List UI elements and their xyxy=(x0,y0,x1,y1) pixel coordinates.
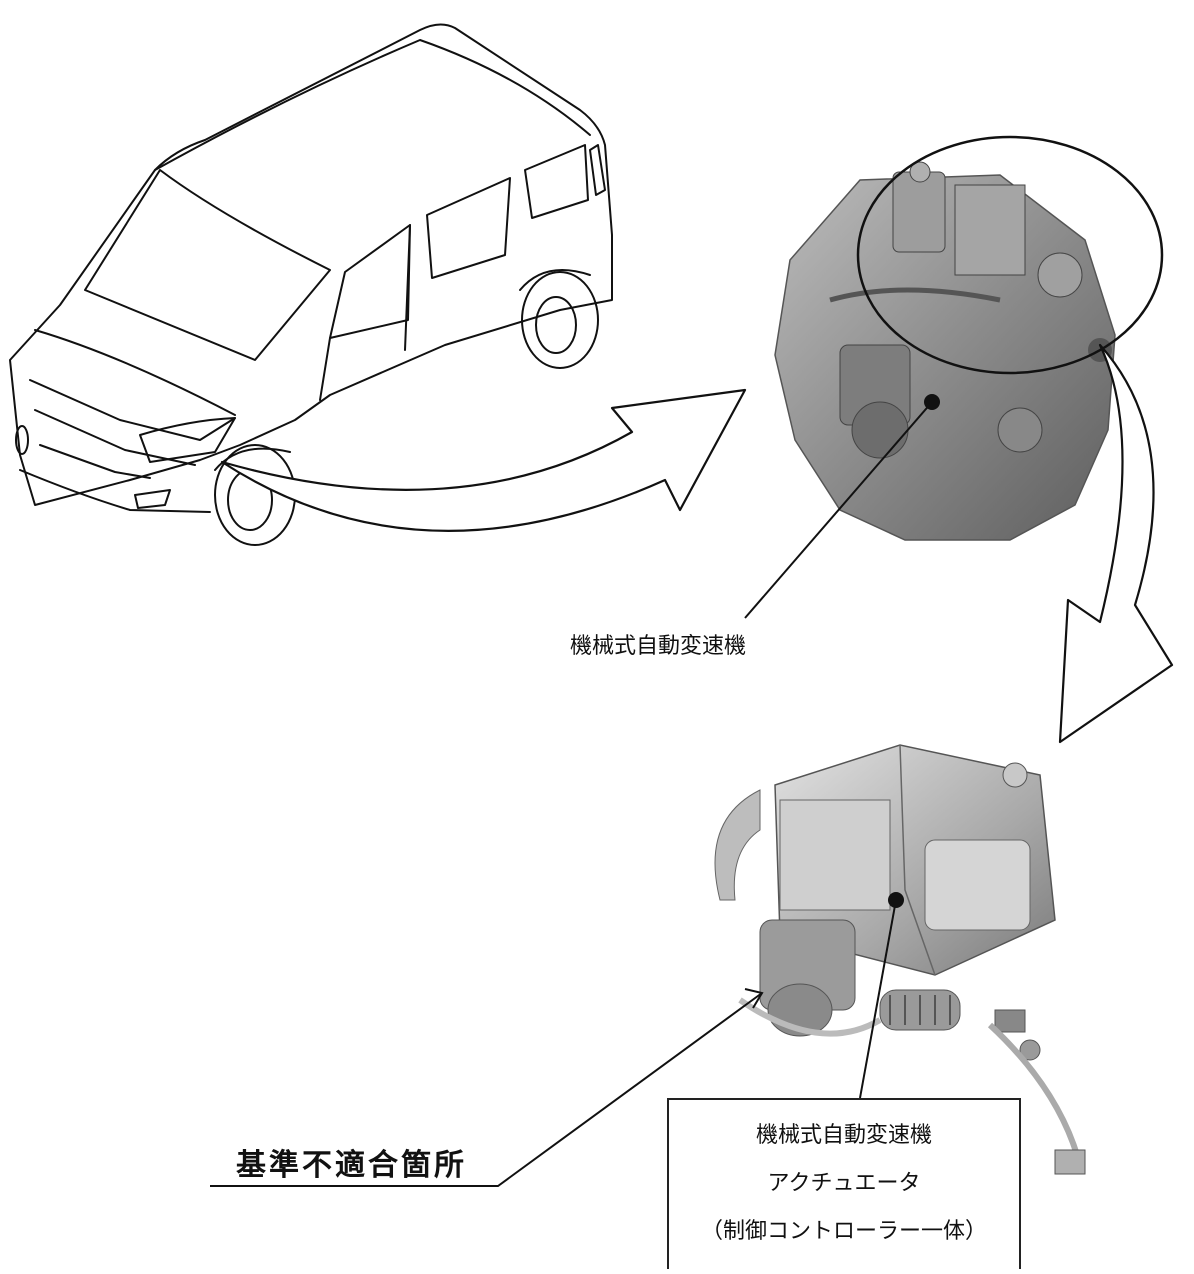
actuator-label-line2: アクチュエータ xyxy=(767,1171,921,1196)
actuator-label-line1: 機械式自動変速機 xyxy=(755,1123,932,1148)
transmission-label: 機械式自動変速機 xyxy=(570,634,747,659)
transmission-render xyxy=(774,161,1116,541)
curved-arrow-2 xyxy=(1058,343,1174,744)
actuator-label-line3: （制御コントローラー一体） xyxy=(700,1219,987,1244)
vehicle-outline xyxy=(9,23,613,546)
leader-line-actuator xyxy=(859,899,897,1099)
nonconforming-part-label: 基準不適合箇所 xyxy=(236,1148,467,1183)
actuator-render xyxy=(714,744,1086,1175)
leader-dot-transmission xyxy=(924,394,940,410)
highlight-circle xyxy=(856,135,1164,375)
leader-arrowhead xyxy=(744,988,764,1009)
leader-line-transmission xyxy=(744,401,933,619)
curved-arrow-1 xyxy=(220,388,747,532)
actuator-callout-box: 機械式自動変速機 アクチュエータ （制御コントローラー一体） xyxy=(667,1098,1021,1269)
leader-line-nonconforming xyxy=(210,992,763,1187)
leader-dot-actuator xyxy=(888,892,904,908)
